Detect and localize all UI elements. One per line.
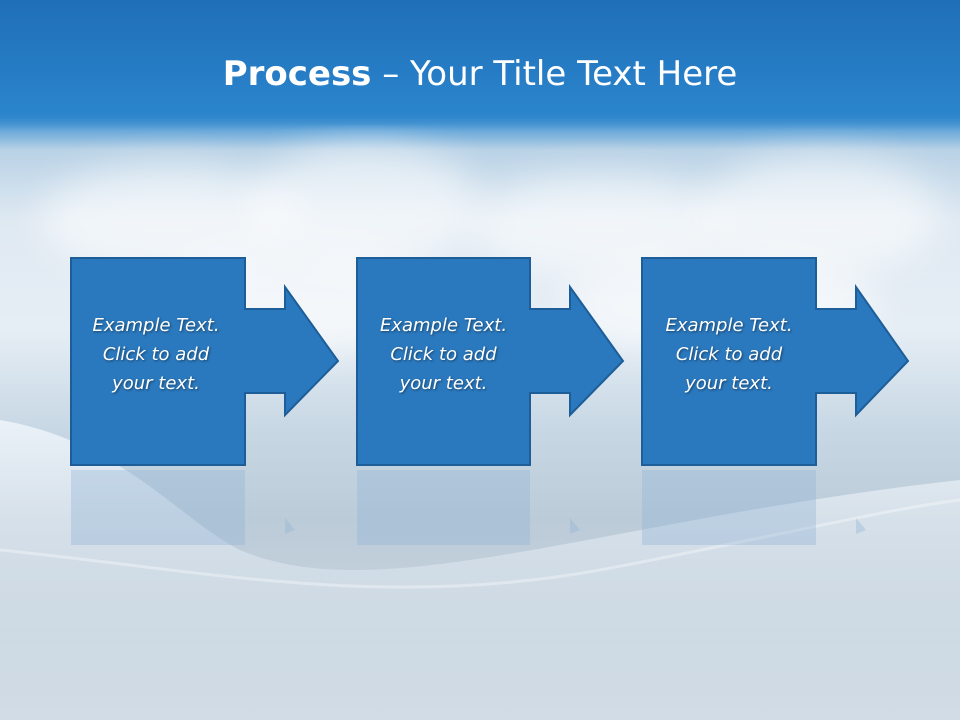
step-2-reflection [356,470,616,545]
wave-graphic [0,420,960,720]
process-step-1[interactable]: Example Text. Click to add your text. [70,257,340,467]
process-step-3[interactable]: Example Text. Click to add your text. [641,257,910,467]
step-3-shape [641,257,910,466]
step-3-text[interactable]: Example Text. Click to add your text. [665,315,793,394]
step-1-reflection [70,470,330,545]
step-3-reflection [641,470,901,545]
step-1-text[interactable]: Example Text. Click to add your text. [92,315,220,394]
step-2-shape [356,257,625,466]
step-1-shape [70,257,340,466]
title-band [0,0,960,130]
title-bold-text: Process [222,54,372,94]
slide-title[interactable]: Process – Your Title Text Here [0,52,960,96]
title-rest-text: – Your Title Text Here [371,54,738,94]
step-2-text[interactable]: Example Text. Click to add your text. [379,315,508,394]
process-step-2[interactable]: Example Text. Click to add your text. [356,257,625,467]
